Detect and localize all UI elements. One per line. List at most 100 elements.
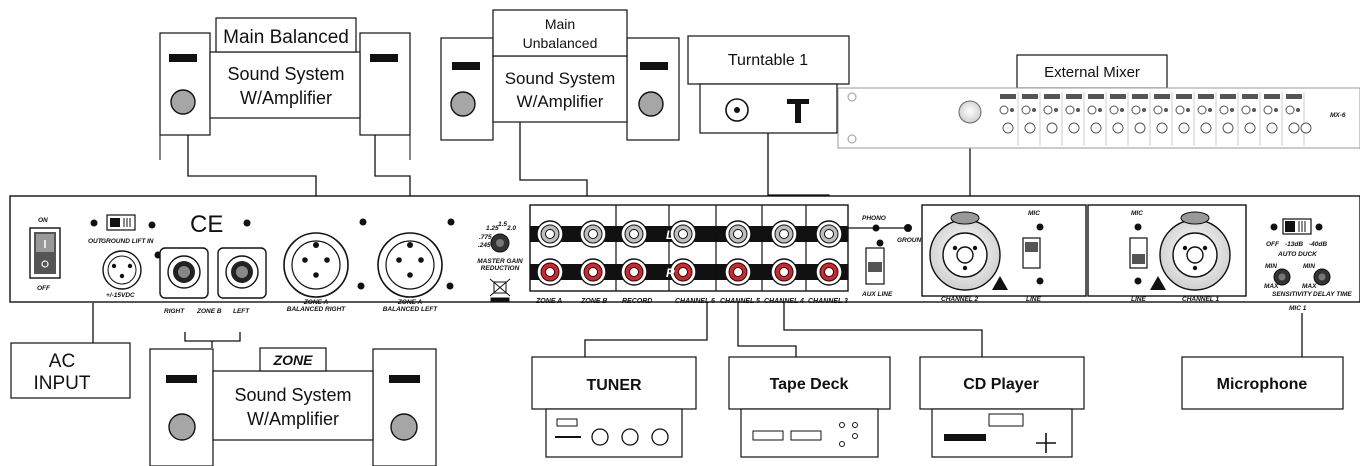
- rca-red-jack: [579, 258, 607, 286]
- rca-ch5-label: CHANNEL 5: [720, 298, 760, 305]
- tape-deck-title-box: [728, 356, 891, 410]
- knob-min: MIN: [1303, 263, 1315, 270]
- ch2-switch-slider: [1025, 242, 1038, 252]
- mixer-mic-input-icon: [958, 100, 982, 124]
- amplifier-box: [212, 370, 374, 441]
- weee-bin-icon: [489, 278, 511, 302]
- power-on-label: ON: [38, 217, 48, 224]
- wire-zone-b: [184, 332, 241, 342]
- zone-b-label: ZONE B: [196, 308, 222, 315]
- warning-icon: [1150, 276, 1166, 290]
- sound-system-label: Sound System: [234, 385, 351, 405]
- rca-red-jack: [815, 258, 843, 286]
- cd-tray-icon: [988, 413, 1024, 427]
- main-unbalanced-title-line2: Unbalanced: [523, 35, 598, 51]
- ground-in-label: IN: [147, 238, 154, 245]
- speaker-tweeter: [389, 375, 420, 383]
- speaker-woofer: [168, 413, 196, 441]
- amplifier-label: W/Amplifier: [517, 92, 604, 111]
- mixer-strip: [1153, 92, 1173, 146]
- phono-label: PHONO: [862, 215, 886, 222]
- rca-red-jack: [770, 258, 798, 286]
- ground-lift-label: GROUND LIFT: [101, 238, 146, 245]
- indicator-dot: [243, 219, 251, 227]
- master-gain-line2: REDUCTION: [481, 265, 520, 272]
- zone-a-left-line2: BALANCED LEFT: [383, 306, 439, 313]
- auto-duck-slider: [1285, 221, 1295, 232]
- wire-cd-player: [783, 302, 983, 357]
- rear-panel: ON OFF OUT GROUND LIFT IN +/-15VDC CE RI…: [9, 195, 1360, 315]
- speaker-right: [372, 348, 437, 466]
- gain-tick: 1.25: [486, 225, 499, 232]
- sound-system-label: Sound System: [505, 69, 616, 88]
- rca-white-jack: [579, 220, 607, 248]
- rca-left-label: L: [666, 228, 673, 242]
- zone-a-left-line1: ZONE A: [397, 299, 423, 306]
- speaker-left: [149, 348, 214, 466]
- sensitivity-label: SENSITIVITY: [1272, 291, 1312, 298]
- speaker-tweeter: [166, 375, 197, 383]
- zone-sound-system: ZONE Sound System W/Amplifier: [149, 347, 437, 466]
- knob-min: MIN: [1265, 263, 1277, 270]
- channel-1-label: CHANNEL 1: [1182, 296, 1219, 303]
- amplifier-label: W/Amplifier: [240, 88, 332, 108]
- ac-input-line2: INPUT: [34, 373, 91, 394]
- speaker-tweeter: [370, 54, 398, 62]
- mixer-model: MX-6: [1330, 112, 1346, 119]
- mixer-strip: [1087, 92, 1107, 146]
- rack-screw-icon: [847, 92, 857, 102]
- master-gain-line1: MASTER GAIN: [477, 258, 523, 265]
- speaker-woofer: [170, 89, 196, 115]
- rca-white-jack: [620, 220, 648, 248]
- cd-player-title: CD Player: [963, 376, 1039, 393]
- tape-deck-title: Tape Deck: [770, 376, 849, 393]
- cd-player-title-box: [919, 356, 1085, 410]
- mixer-strip: [1197, 92, 1217, 146]
- tape-deck: Tape Deck: [728, 356, 891, 458]
- rack-screw-icon: [847, 134, 857, 144]
- rca-right-label: R: [666, 266, 675, 280]
- main-unbalanced-sound-system: Main Unbalanced Sound System W/Amplifier: [440, 9, 680, 141]
- knob-max: MAX: [1302, 283, 1317, 290]
- rca-record-label: RECORD: [622, 298, 652, 305]
- sound-system-label: Sound System: [227, 64, 344, 84]
- zone-a-right-line1: ZONE A: [303, 299, 329, 306]
- turntable-title-box: [687, 35, 850, 85]
- title-tag: [259, 347, 327, 372]
- rca-white-jack: [724, 220, 752, 248]
- mic1-label: MIC 1: [1289, 305, 1307, 312]
- rca-red-jack: [536, 258, 564, 286]
- rca-white-jack: [669, 220, 697, 248]
- speaker-woofer: [638, 91, 664, 117]
- rca-ch3-label: CHANNEL 3: [808, 298, 848, 305]
- indicator-dot: [1315, 223, 1323, 231]
- gain-tick: 2.0: [506, 225, 516, 232]
- main-unbalanced-title-line1: Main: [545, 16, 575, 32]
- rca-white-jack: [815, 220, 843, 248]
- external-mixer-title: External Mixer: [1044, 64, 1140, 81]
- delay-label: DELAY TIME: [1313, 291, 1352, 298]
- indicator-dot: [446, 282, 454, 290]
- mixer-strip: [999, 92, 1019, 146]
- indicator-dot: [1036, 223, 1044, 231]
- channel-2-label: CHANNEL 2: [941, 296, 978, 303]
- ac-input-ring: [107, 255, 137, 285]
- ground-lift-slider: [110, 218, 120, 227]
- warning-icon: [992, 276, 1008, 290]
- tuner-title-box: [531, 356, 697, 410]
- phono-aux-slider: [868, 262, 882, 272]
- rca-red-jack: [620, 258, 648, 286]
- indicator-dot: [1134, 223, 1142, 231]
- title-tag: [215, 17, 357, 53]
- gain-tick: .245: [478, 242, 491, 249]
- mixer-strip: [1021, 92, 1041, 146]
- indicator-dot: [1036, 277, 1044, 285]
- zone-title: ZONE: [273, 352, 314, 368]
- ce-mark: CE: [190, 211, 223, 238]
- tuner-knob-icon: [651, 428, 669, 446]
- microphone-title-box: [1181, 356, 1344, 410]
- turntable-body: [699, 83, 838, 134]
- amplifier-label: W/Amplifier: [247, 409, 339, 429]
- mixer-strip: [1219, 92, 1239, 146]
- speaker-right: [359, 32, 411, 136]
